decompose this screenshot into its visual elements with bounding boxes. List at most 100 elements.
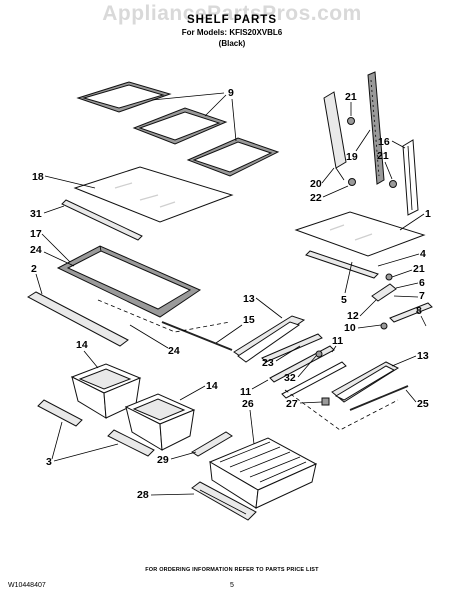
crisper-rod (349, 385, 409, 411)
callout-11-lower: 11 (240, 379, 269, 398)
callout-1: 1 (399, 208, 431, 231)
callout-21-right: 21 (377, 150, 393, 180)
callout-24-left: 24 (30, 244, 75, 267)
color-line: (Black) (218, 39, 246, 48)
svg-text:32: 32 (284, 372, 296, 384)
glass-shelf-right (294, 211, 426, 257)
deli-drawer-front (191, 481, 257, 521)
svg-text:24: 24 (168, 345, 180, 357)
drawer-cover-frame (56, 245, 202, 318)
callout-11-upper: 11 (331, 335, 343, 353)
callout-23: 23 (262, 345, 301, 369)
svg-text:19: 19 (346, 151, 358, 163)
callout-9: 9 (151, 87, 237, 142)
callout-3: 3 (46, 421, 119, 468)
document-number: W10448407 (8, 582, 46, 589)
svg-text:4: 4 (420, 248, 426, 260)
bracket-assembly-right (371, 273, 433, 330)
callout-12: 12 (347, 299, 377, 322)
drawer-handle-trim (191, 431, 233, 457)
assembly-guide-left (97, 299, 231, 333)
svg-text:23: 23 (262, 357, 274, 369)
callout-26: 26 (242, 398, 255, 445)
svg-text:14: 14 (206, 380, 218, 392)
crisper-bin-right (124, 393, 196, 451)
callout-2: 2 (31, 263, 43, 295)
assembly-guide-right (284, 389, 399, 431)
callout-13-upper: 13 (243, 293, 283, 319)
svg-text:22: 22 (310, 192, 322, 204)
callout-6: 6 (395, 277, 425, 289)
models-line: For Models: KFIS20XVBL6 (181, 28, 283, 37)
deli-drawer (208, 437, 318, 509)
page-title: SHELF PARTS (186, 14, 277, 26)
callout-14-left: 14 (76, 339, 99, 369)
svg-text:5: 5 (341, 294, 347, 306)
callout-19: 19 (346, 129, 371, 163)
svg-text:7: 7 (419, 290, 425, 302)
ordering-note: FOR ORDERING INFORMATION REFER TO PARTS … (145, 567, 319, 573)
glass-shelf-left (73, 166, 234, 223)
svg-text:17: 17 (30, 228, 42, 240)
callout-21-mid: 21 (391, 263, 425, 278)
svg-text:25: 25 (417, 398, 429, 410)
callout-32: 32 (284, 355, 317, 384)
svg-text:12: 12 (347, 310, 359, 322)
svg-text:3: 3 (46, 456, 52, 468)
svg-text:24: 24 (30, 244, 42, 256)
callout-14-right: 14 (179, 380, 218, 401)
svg-text:1: 1 (425, 208, 431, 220)
svg-text:21: 21 (377, 150, 389, 162)
callout-13-lower: 13 (391, 350, 429, 367)
svg-text:11: 11 (332, 335, 343, 347)
svg-text:31: 31 (30, 208, 42, 220)
callout-21-top: 21 (345, 91, 357, 116)
page-number: 5 (230, 582, 234, 589)
callout-8: 8 (416, 305, 427, 327)
callout-27: 27 (286, 398, 323, 410)
svg-text:10: 10 (344, 322, 356, 334)
callout-29: 29 (157, 451, 197, 466)
drawer-slide-left (233, 315, 306, 363)
callout-24-right: 24 (129, 324, 180, 357)
shelf-rail-right (367, 71, 385, 185)
svg-text:29: 29 (157, 454, 169, 466)
small-shelf-bottom (186, 137, 280, 177)
svg-text:14: 14 (76, 339, 88, 351)
bin-front-left (37, 399, 83, 427)
callout-20: 20 (310, 167, 335, 190)
svg-text:6: 6 (419, 277, 425, 289)
small-shelf-middle (132, 107, 228, 145)
drawer-rail-set (261, 333, 347, 399)
svg-text:27: 27 (286, 398, 298, 410)
shelf-bracket-side (389, 139, 419, 216)
support-rod (161, 321, 233, 351)
svg-text:15: 15 (243, 314, 255, 326)
svg-text:16: 16 (378, 136, 390, 148)
small-shelf-top (76, 81, 172, 113)
svg-text:8: 8 (416, 305, 422, 317)
callout-15: 15 (215, 314, 255, 344)
svg-text:21: 21 (413, 263, 425, 275)
callout-17: 17 (30, 228, 71, 263)
crisper-bin-left (70, 363, 142, 419)
svg-text:18: 18 (32, 171, 44, 183)
callout-25: 25 (405, 389, 429, 410)
svg-text:2: 2 (31, 263, 37, 275)
site-watermark: AppliancePartsPros.com (102, 2, 362, 25)
svg-text:11: 11 (240, 386, 251, 398)
callout-18: 18 (32, 171, 96, 189)
callout-7: 7 (393, 290, 425, 302)
callout-10: 10 (344, 322, 382, 334)
drawer-slide-right (331, 361, 400, 403)
bin-front-right (107, 429, 155, 457)
callout-22: 22 (310, 185, 349, 204)
callout-28: 28 (137, 489, 195, 501)
svg-text:9: 9 (228, 87, 234, 99)
shelf-trim-strip-right (305, 250, 379, 279)
shelf-bracket-left (323, 91, 356, 186)
svg-text:20: 20 (310, 178, 322, 190)
svg-text:13: 13 (417, 350, 429, 362)
